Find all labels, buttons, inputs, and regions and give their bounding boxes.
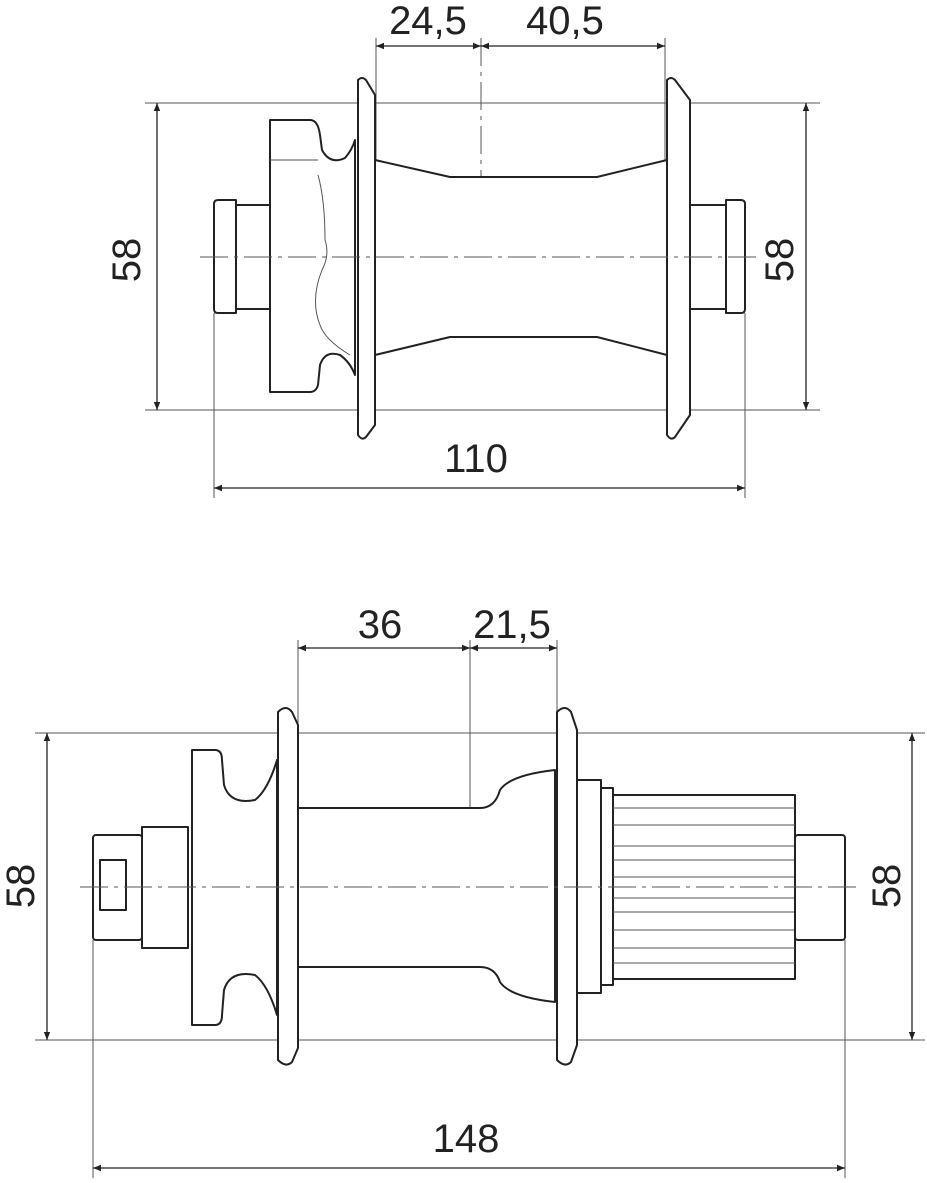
- front-extension-lines: [145, 38, 820, 498]
- rear-label-36: 36: [358, 603, 403, 647]
- rear-label-148: 148: [433, 1117, 500, 1161]
- front-left-flange: [357, 77, 376, 440]
- rear-left-cap-detail: [99, 859, 127, 911]
- front-label-left-58: 58: [105, 238, 149, 283]
- rear-label-21-5: 21,5: [473, 603, 551, 647]
- front-label-right-58: 58: [758, 238, 802, 283]
- front-label-110: 110: [444, 437, 508, 481]
- rear-hub-body: [297, 769, 556, 1003]
- rear-label-left-58: 58: [0, 864, 43, 909]
- rear-hub-drawing: 36 21,5 58 58 148: [0, 603, 925, 1178]
- rear-right-flange: [556, 707, 578, 1066]
- rear-left-flange: [277, 707, 299, 1066]
- front-right-flange: [666, 77, 691, 440]
- front-disc-mount: [269, 119, 356, 393]
- front-label-24-5: 24,5: [389, 0, 467, 43]
- front-label-40-5: 40,5: [526, 0, 604, 43]
- front-hub-drawing: 24,5 40,5 58 58 110: [105, 0, 820, 498]
- rear-label-right-58: 58: [865, 864, 909, 909]
